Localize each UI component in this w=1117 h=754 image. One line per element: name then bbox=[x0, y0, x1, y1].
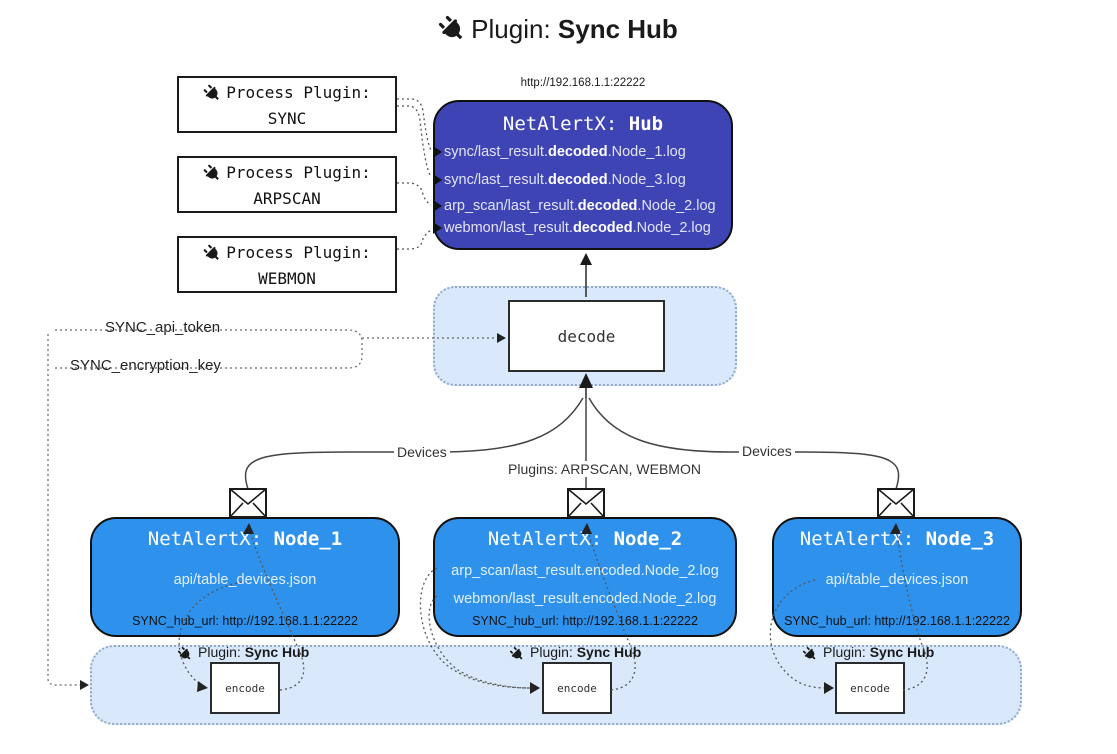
node-hub-url: SYNC_hub_url: http://192.168.1.1:22222 bbox=[472, 614, 698, 628]
node-file: arp_scan/last_result.encoded.Node_2.log bbox=[451, 563, 719, 579]
plug-icon bbox=[175, 644, 195, 664]
node-title: NetAlertX: Node_2 bbox=[487, 528, 683, 550]
envelope-icon bbox=[877, 488, 915, 523]
title-prefix: Plugin: bbox=[471, 14, 558, 44]
plug-icon bbox=[507, 644, 527, 664]
process-plugin-name: ARPSCAN bbox=[253, 188, 321, 208]
process-plugin-label: Process Plugin: bbox=[226, 163, 371, 182]
node-file: api/table_devices.json bbox=[825, 572, 969, 588]
node-2-box: NetAlertX: Node_2 arp_scan/last_result.e… bbox=[433, 517, 737, 637]
node-title: NetAlertX: Node_1 bbox=[147, 528, 343, 550]
plug-icon bbox=[200, 240, 224, 264]
devices-right-label: Devices bbox=[739, 443, 795, 459]
plug-icon bbox=[434, 11, 471, 48]
encode-box: encode bbox=[210, 662, 280, 714]
plug-icon bbox=[800, 644, 820, 664]
envelope-icon bbox=[567, 488, 605, 523]
decode-label: decode bbox=[557, 326, 616, 346]
process-plugin-name: SYNC bbox=[267, 108, 307, 128]
hub-title-prefix: NetAlertX: bbox=[502, 113, 629, 135]
node-1-box: NetAlertX: Node_1 api/table_devices.json… bbox=[90, 517, 400, 637]
hub-log-line: sync/last_result.decoded.Node_3.log bbox=[444, 172, 686, 188]
node-3-box: NetAlertX: Node_3 api/table_devices.json… bbox=[772, 517, 1022, 637]
decode-box: decode bbox=[508, 300, 665, 372]
plug-icon bbox=[200, 80, 224, 104]
node-title: NetAlertX: Node_3 bbox=[799, 528, 995, 550]
plug-icon bbox=[200, 160, 224, 184]
process-plugin-label: Process Plugin: bbox=[226, 83, 371, 102]
band-plugin-label: Plugin: Sync Hub bbox=[507, 644, 641, 664]
hub-box: NetAlertX: Hub sync/last_result.decoded.… bbox=[433, 100, 733, 250]
process-plugin-box-sync: Process Plugin: SYNC bbox=[177, 76, 397, 133]
process-plugin-box-webmon: Process Plugin: WEBMON bbox=[177, 236, 397, 293]
hub-title: NetAlertX: Hub bbox=[435, 113, 731, 135]
process-plugin-box-arpscan: Process Plugin: ARPSCAN bbox=[177, 156, 397, 213]
hub-log-line: sync/last_result.decoded.Node_1.log bbox=[444, 144, 686, 160]
hub-title-name: Hub bbox=[628, 113, 664, 135]
sync-api-token-label: SYNC_api_token bbox=[101, 319, 225, 336]
node-file: webmon/last_result.encoded.Node_2.log bbox=[453, 591, 717, 607]
decode-to-hub-arrowhead bbox=[580, 253, 592, 265]
encode-label: encode bbox=[557, 681, 597, 695]
envelope-icon bbox=[229, 488, 267, 523]
encode-box: encode bbox=[542, 662, 612, 714]
sync-encryption-key-label: SYNC_encryption_key bbox=[66, 357, 225, 374]
plugins-center-label: Plugins: ARPSCAN, WEBMON bbox=[505, 461, 704, 477]
hub-url-label: http://192.168.1.1:22222 bbox=[520, 77, 646, 89]
page-title: Plugin: Sync Hub bbox=[0, 14, 1117, 45]
node-file: api/table_devices.json bbox=[173, 572, 317, 588]
devices-left-label: Devices bbox=[394, 444, 450, 460]
plugin-to-hub-connectors bbox=[397, 98, 432, 250]
process-plugin-label: Process Plugin: bbox=[226, 243, 371, 262]
hub-log-line: webmon/last_result.decoded.Node_2.log bbox=[444, 220, 711, 236]
band-plugin-label: Plugin: Sync Hub bbox=[175, 644, 309, 664]
process-plugin-name: WEBMON bbox=[258, 268, 316, 288]
node-hub-url: SYNC_hub_url: http://192.168.1.1:22222 bbox=[784, 614, 1010, 628]
hub-log-line: arp_scan/last_result.decoded.Node_2.log bbox=[444, 198, 716, 214]
encode-box: encode bbox=[835, 662, 905, 714]
band-plugin-label: Plugin: Sync Hub bbox=[800, 644, 934, 664]
encode-label: encode bbox=[850, 681, 890, 695]
encode-label: encode bbox=[225, 681, 265, 695]
node-hub-url: SYNC_hub_url: http://192.168.1.1:22222 bbox=[132, 614, 358, 628]
title-name: Sync Hub bbox=[557, 14, 678, 44]
